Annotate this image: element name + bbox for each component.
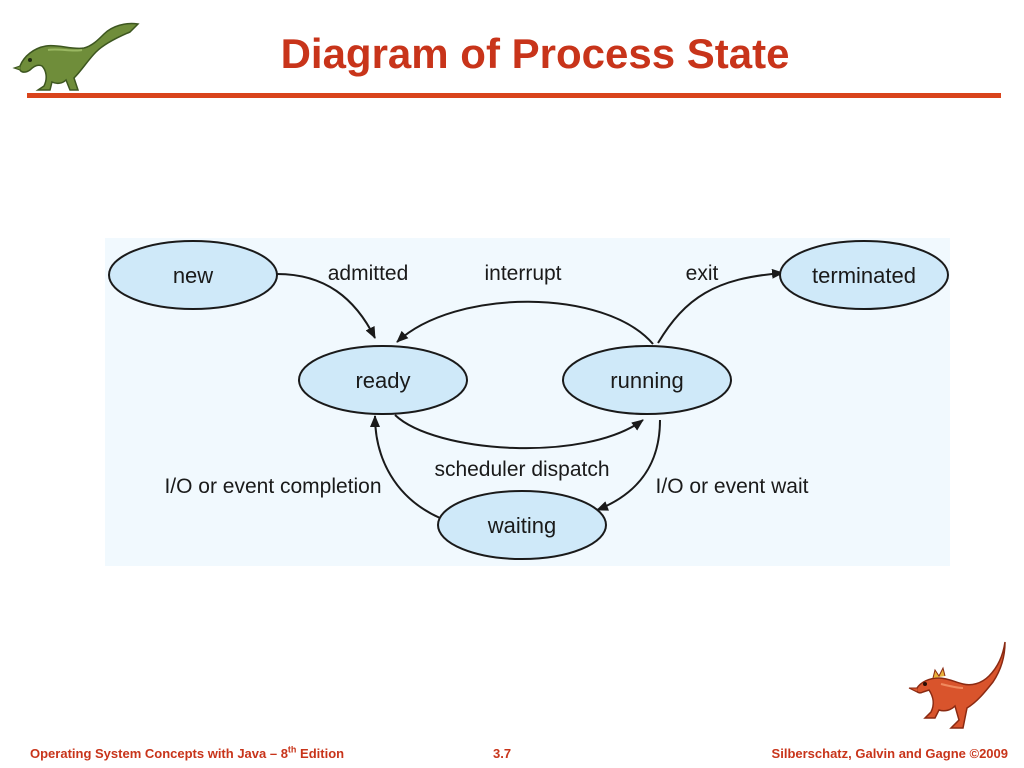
edge-interrupt — [396, 300, 654, 345]
red-dinosaur-icon — [908, 641, 1006, 729]
state-new: new — [108, 240, 278, 310]
edge-exit — [657, 268, 784, 344]
footer-book-title: Operating System Concepts with Java – 8t… — [30, 744, 345, 762]
label-io-event-completion: I/O or event completion — [164, 475, 381, 498]
label-io-event-wait: I/O or event wait — [656, 475, 809, 498]
process-state-diagram: new terminated ready running waiting adm… — [105, 238, 950, 566]
footer-page-number: 3.7 — [493, 746, 512, 761]
state-running-label: running — [610, 368, 683, 393]
footer-book-title-main: Operating System Concepts with Java – 8 — [30, 746, 288, 761]
state-waiting: waiting — [437, 490, 607, 560]
edge-io-event-completion — [370, 415, 441, 519]
state-waiting-label: waiting — [487, 513, 556, 538]
state-terminated-label: terminated — [812, 263, 916, 288]
state-new-label: new — [173, 263, 213, 288]
label-interrupt: interrupt — [484, 262, 561, 285]
state-running: running — [562, 345, 732, 415]
label-scheduler-dispatch: scheduler dispatch — [434, 458, 609, 481]
edge-io-event-wait — [596, 419, 661, 511]
state-terminated: terminated — [779, 240, 949, 310]
state-ready: ready — [298, 345, 468, 415]
edge-scheduler-dispatch — [394, 414, 644, 450]
slide-title: Diagram of Process State — [280, 30, 790, 77]
edge-admitted — [276, 273, 376, 339]
green-dinosaur-icon — [12, 22, 140, 91]
footer-book-title-sup: th — [287, 744, 297, 755]
state-ready-label: ready — [355, 368, 410, 393]
label-exit: exit — [686, 262, 719, 285]
label-admitted: admitted — [328, 262, 409, 285]
footer-copyright: Silberschatz, Galvin and Gagne ©2009 — [771, 746, 1008, 761]
title-divider — [27, 93, 1001, 98]
footer-book-title-suffix: Edition — [296, 746, 345, 761]
